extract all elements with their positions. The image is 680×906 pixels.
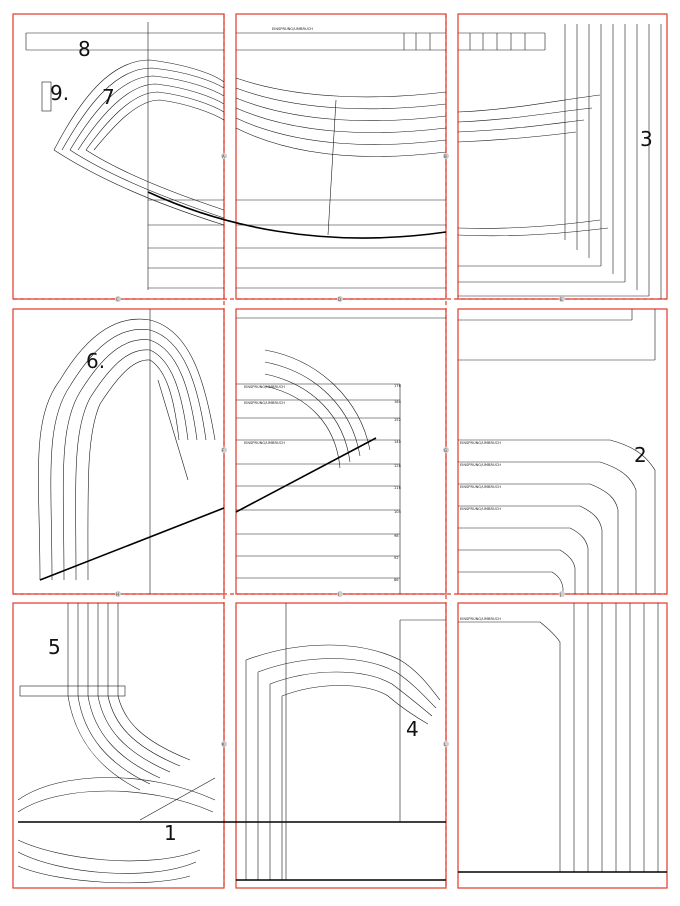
marker-A: A xyxy=(221,153,227,159)
piece-number-4: 4 xyxy=(406,717,419,741)
fold-labels: EINSPRUNG/UMBRUCH EINSPRUNG/UMBRUCH EINS… xyxy=(244,27,501,621)
fold-label: EINSPRUNG/UMBRUCH xyxy=(460,617,501,621)
marker-E: E xyxy=(559,296,565,302)
piece-7 xyxy=(53,22,225,290)
tile-1-3 xyxy=(457,13,668,300)
piece-3 xyxy=(457,24,662,299)
fold-label: EINSPRUNG/UMBRUCH xyxy=(244,401,285,405)
tile-3-2 xyxy=(235,602,447,889)
fold-label: EINSPRUNG/UMBRUCH xyxy=(460,441,501,445)
piece-6 xyxy=(38,309,225,594)
svg-text:A: A xyxy=(222,154,225,159)
svg-text:164: 164 xyxy=(394,400,402,404)
piece-number-7: 7 xyxy=(102,85,115,109)
tile-grid xyxy=(12,13,668,889)
fold-label: EINSPRUNG/UMBRUCH xyxy=(460,507,501,511)
piece-2 xyxy=(458,309,656,594)
piece-number-3: 3 xyxy=(640,127,653,151)
marker-G: G xyxy=(443,447,449,453)
piece-number-2: 2 xyxy=(634,443,647,467)
svg-text:104: 104 xyxy=(394,510,402,514)
marker-L: L xyxy=(443,741,449,747)
svg-text:F: F xyxy=(222,448,225,453)
svg-text:E: E xyxy=(560,297,563,302)
marker-J: J xyxy=(559,591,565,597)
svg-text:J: J xyxy=(559,592,561,597)
piece-number-1: 1 xyxy=(164,821,177,845)
svg-text:L: L xyxy=(444,742,447,747)
tile-2-2 xyxy=(235,308,447,595)
marker-K: K xyxy=(221,741,227,747)
svg-text:I: I xyxy=(338,592,339,597)
alignment-markers: A B C D E F G H xyxy=(115,153,565,747)
marker-F: F xyxy=(221,447,227,453)
svg-text:K: K xyxy=(222,742,225,747)
piece-waistband xyxy=(147,77,447,289)
piece-4-lower xyxy=(236,603,446,881)
svg-text:H: H xyxy=(116,592,119,597)
fold-label: EINSPRUNG/UMBRUCH xyxy=(460,485,501,489)
svg-text:92: 92 xyxy=(394,556,399,560)
marker-I: I xyxy=(337,591,343,597)
marker-B: B xyxy=(443,153,449,159)
piece-2-lower xyxy=(458,603,667,873)
svg-text:128: 128 xyxy=(394,464,402,468)
fold-label: EINSPRUNG/UMBRUCH xyxy=(272,27,313,31)
svg-text:C: C xyxy=(116,297,119,302)
piece-number-8: 8 xyxy=(78,37,91,61)
svg-text:B: B xyxy=(444,154,447,159)
piece-1 xyxy=(17,777,446,884)
svg-text:176: 176 xyxy=(394,384,402,388)
svg-text:98: 98 xyxy=(394,534,399,538)
piece-number-5: 5 xyxy=(48,635,61,659)
fold-label: EINSPRUNG/UMBRUCH xyxy=(244,441,285,445)
piece-8 xyxy=(25,32,546,51)
svg-text:D: D xyxy=(338,297,341,302)
piece-number-6: 6. xyxy=(86,349,105,373)
svg-text:86: 86 xyxy=(394,578,399,582)
svg-text:G: G xyxy=(444,448,447,453)
svg-text:140: 140 xyxy=(394,440,402,444)
marker-C: C xyxy=(115,296,121,302)
marker-D: D xyxy=(337,296,343,302)
piece-5 xyxy=(19,603,191,791)
piece-4-upper xyxy=(235,317,446,594)
svg-text:152: 152 xyxy=(394,418,401,422)
piece-9 xyxy=(41,81,52,112)
marker-H: H xyxy=(115,591,121,597)
tile-3-1 xyxy=(12,602,225,889)
tile-1-1 xyxy=(12,13,225,300)
tile-3-3 xyxy=(457,602,668,889)
tile-2-1 xyxy=(12,308,225,595)
fold-label: EINSPRUNG/UMBRUCH xyxy=(244,385,285,389)
size-marks: 176 164 152 140 128 116 104 98 92 86 xyxy=(394,384,402,582)
svg-text:116: 116 xyxy=(394,486,402,490)
piece-number-9: 9. xyxy=(50,81,69,105)
tile-1-2 xyxy=(235,13,447,300)
piece-numbers: 1 2 3 4 5 6. 7 8 9. xyxy=(48,37,653,845)
fold-label: EINSPRUNG/UMBRUCH xyxy=(460,463,501,467)
